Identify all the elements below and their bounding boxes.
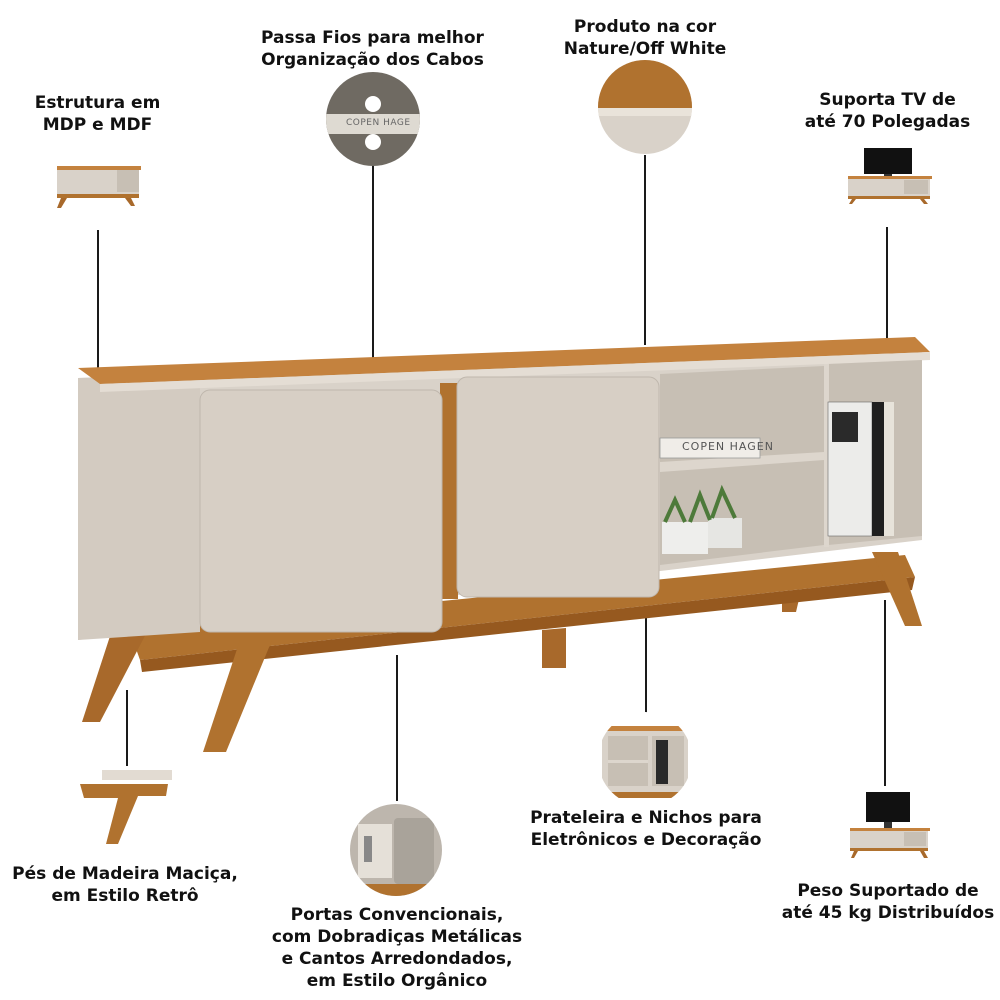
structure-thumbnail	[57, 166, 141, 208]
label-shelves: Prateleira e Nichos para Eletrônicos e D…	[530, 808, 762, 850]
color-swatch-image	[598, 60, 692, 154]
shelves-niches-image	[598, 712, 692, 806]
label-cable: Passa Fios para melhor Organização dos C…	[261, 28, 484, 70]
label-doors: Portas Convencionais, com Dobradiças Met…	[271, 905, 523, 991]
feet-thumbnail	[80, 770, 172, 844]
connector-color	[644, 155, 646, 345]
label-tv: Suporta TV de até 70 Polegadas	[804, 90, 971, 132]
connector-doors	[396, 655, 398, 801]
label-color: Produto na cor Nature/Off White	[563, 17, 727, 59]
connector-weight	[884, 600, 886, 786]
label-feet: Pés de Madeira Maciça, em Estilo Retrô	[12, 864, 238, 906]
book-title: COPEN HAGEN	[682, 440, 774, 453]
label-structure: Estrutura em MDP e MDF	[34, 93, 161, 135]
weight-support-thumbnail	[850, 792, 930, 858]
connector-feet	[126, 690, 128, 766]
connector-shelves	[645, 615, 647, 713]
tv-support-thumbnail	[848, 148, 932, 204]
connector-tv	[886, 227, 888, 340]
doors-hinge-image	[350, 804, 442, 896]
label-weight: Peso Suportado de até 45 kg Distribuídos	[781, 881, 995, 923]
connector-structure	[97, 230, 99, 370]
grommet-text: COPEN HAGE	[346, 118, 411, 128]
cable-grommet-image: COPEN HAGE	[326, 72, 420, 166]
connector-cable	[372, 165, 374, 358]
